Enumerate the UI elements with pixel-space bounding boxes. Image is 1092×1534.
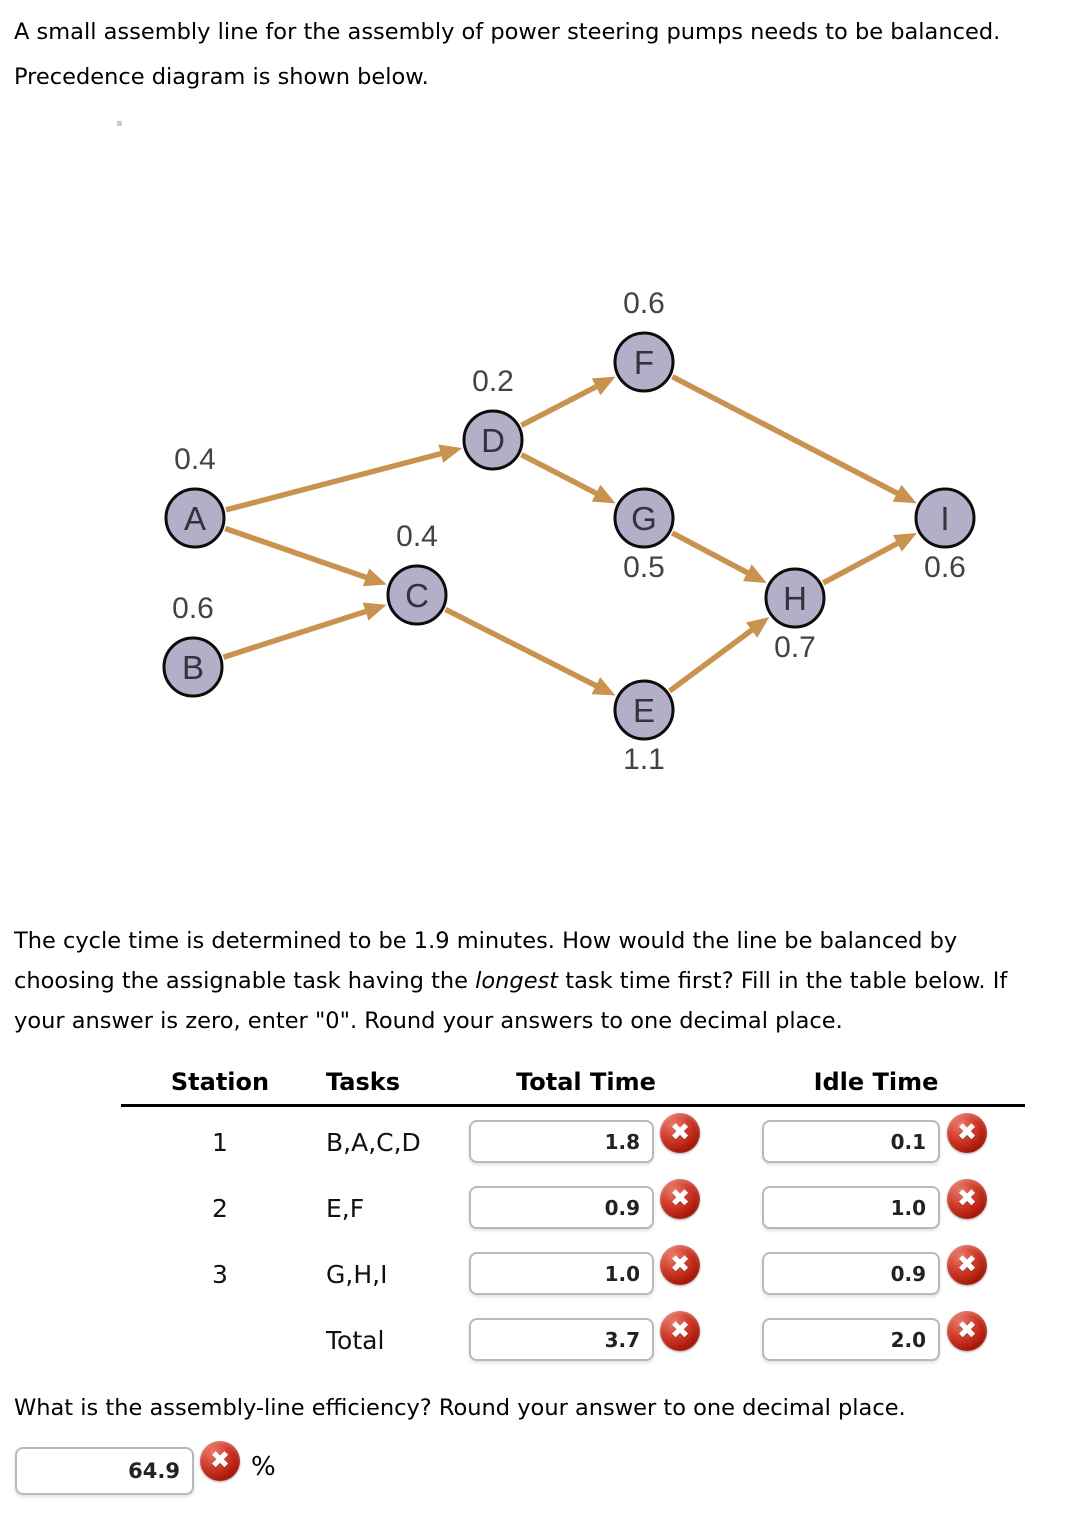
incorrect-x-glyph: ✖ bbox=[956, 1118, 978, 1146]
col-header-total-time: Total Time bbox=[516, 1068, 656, 1096]
task-node-letter-F: F bbox=[634, 344, 654, 381]
idle-time-input-total[interactable] bbox=[762, 1318, 940, 1361]
task-time-label-B: 0.6 bbox=[172, 592, 214, 625]
idle-time-input-3[interactable] bbox=[762, 1252, 940, 1295]
task-node-letter-I: I bbox=[940, 500, 949, 537]
idle-time-input-2[interactable] bbox=[762, 1186, 940, 1229]
total-time-input-3[interactable] bbox=[469, 1252, 654, 1295]
incorrect-x-glyph: ✖ bbox=[669, 1316, 691, 1344]
efficiency-input[interactable] bbox=[15, 1447, 194, 1495]
incorrect-icon: ✖ bbox=[660, 1245, 700, 1285]
station-cell-1: 1 bbox=[212, 1128, 228, 1157]
problem-statement-line2: Precedence diagram is shown below. bbox=[14, 64, 429, 90]
edge-A-D bbox=[225, 444, 463, 513]
task-node-C bbox=[386, 564, 448, 626]
task-time-label-G: 0.5 bbox=[623, 551, 665, 584]
incorrect-x-glyph: ✖ bbox=[956, 1184, 978, 1212]
task-node-letter-B: B bbox=[182, 649, 204, 686]
question-2-text: What is the assembly-line efficiency? Ro… bbox=[14, 1395, 906, 1421]
question-1-line2-pre: choosing the assignable task having the bbox=[14, 968, 476, 994]
task-time-label-A: 0.4 bbox=[174, 443, 216, 476]
incorrect-icon: ✖ bbox=[200, 1441, 240, 1481]
percent-label: % bbox=[251, 1452, 276, 1482]
incorrect-icon: ✖ bbox=[947, 1311, 987, 1351]
question-1-line2-emphasis: longest bbox=[475, 968, 559, 994]
task-node-letter-H: H bbox=[783, 580, 807, 617]
incorrect-x-glyph: ✖ bbox=[209, 1446, 231, 1474]
task-node-letter-E: E bbox=[633, 692, 655, 729]
total-time-input-2[interactable] bbox=[469, 1186, 654, 1229]
problem-statement: A small assembly line for the assembly o… bbox=[14, 10, 1000, 100]
task-node-H bbox=[764, 567, 826, 629]
question-1-line1: The cycle time is determined to be 1.9 m… bbox=[14, 928, 958, 954]
edge-C-E bbox=[444, 607, 616, 696]
edge-A-C bbox=[224, 525, 387, 587]
edge-G-H bbox=[670, 530, 767, 584]
question-1-line3: your answer is zero, enter "0". Round yo… bbox=[14, 1008, 843, 1034]
task-time-label-H: 0.7 bbox=[774, 631, 816, 664]
total-time-input-1[interactable] bbox=[469, 1120, 654, 1163]
col-header-station: Station bbox=[170, 1068, 270, 1096]
task-node-letter-A: A bbox=[184, 500, 206, 537]
station-cell-2: 2 bbox=[212, 1194, 228, 1223]
task-node-F bbox=[613, 331, 675, 393]
question-1-line2: choosing the assignable task having the … bbox=[14, 961, 1007, 1001]
task-node-D bbox=[462, 409, 524, 471]
task-time-label-E: 1.1 bbox=[623, 743, 665, 776]
edge-E-H bbox=[668, 617, 770, 694]
tasks-cell-3: G,H,I bbox=[326, 1260, 388, 1289]
incorrect-icon: ✖ bbox=[660, 1179, 700, 1219]
incorrect-icon: ✖ bbox=[660, 1113, 700, 1153]
task-time-label-F: 0.6 bbox=[623, 287, 665, 320]
task-node-letter-C: C bbox=[405, 577, 429, 614]
question-1-line2-post: task time first? Fill in the table below… bbox=[558, 968, 1008, 994]
stray-mark bbox=[117, 121, 122, 126]
task-node-B bbox=[162, 636, 224, 698]
task-node-letter-D: D bbox=[481, 422, 505, 459]
tasks-cell-1: B,A,C,D bbox=[326, 1128, 421, 1157]
edge-H-I bbox=[821, 533, 917, 586]
edge-B-C bbox=[222, 602, 387, 660]
task-node-E bbox=[613, 679, 675, 741]
task-node-letter-G: G bbox=[631, 500, 657, 537]
task-node-I bbox=[914, 487, 976, 549]
edge-D-G bbox=[520, 452, 616, 504]
col-header-tasks: Tasks bbox=[325, 1068, 401, 1096]
edge-D-F bbox=[520, 376, 616, 428]
incorrect-x-glyph: ✖ bbox=[669, 1184, 691, 1212]
station-cell-3: 3 bbox=[212, 1260, 228, 1289]
incorrect-x-glyph: ✖ bbox=[956, 1250, 978, 1278]
incorrect-icon: ✖ bbox=[947, 1245, 987, 1285]
col-header-idle-time: Idle Time bbox=[813, 1068, 939, 1096]
incorrect-x-glyph: ✖ bbox=[669, 1250, 691, 1278]
task-node-G bbox=[613, 487, 675, 549]
incorrect-x-glyph: ✖ bbox=[956, 1316, 978, 1344]
question-1-text: The cycle time is determined to be 1.9 m… bbox=[14, 921, 1007, 1041]
task-time-label-D: 0.2 bbox=[472, 365, 514, 398]
task-node-A bbox=[164, 487, 226, 549]
incorrect-icon: ✖ bbox=[947, 1179, 987, 1219]
incorrect-icon: ✖ bbox=[660, 1311, 700, 1351]
total-row-label: Total bbox=[326, 1326, 385, 1355]
incorrect-icon: ✖ bbox=[947, 1113, 987, 1153]
edge-F-I bbox=[671, 374, 917, 504]
total-time-input-total[interactable] bbox=[469, 1318, 654, 1361]
task-time-label-C: 0.4 bbox=[396, 520, 438, 553]
incorrect-x-glyph: ✖ bbox=[669, 1118, 691, 1146]
problem-statement-line1: A small assembly line for the assembly o… bbox=[14, 19, 1001, 45]
idle-time-input-1[interactable] bbox=[762, 1120, 940, 1163]
tasks-cell-2: E,F bbox=[326, 1194, 365, 1223]
task-time-label-I: 0.6 bbox=[924, 551, 966, 584]
table-header-rule bbox=[121, 1104, 1025, 1107]
